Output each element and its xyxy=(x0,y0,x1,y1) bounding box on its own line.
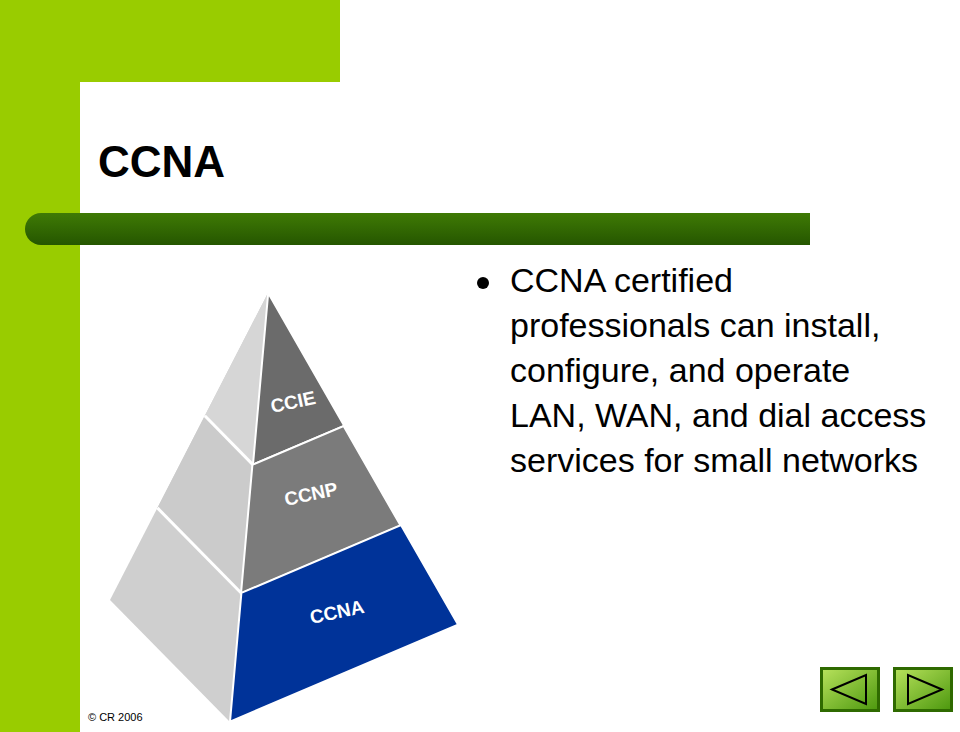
title-rule xyxy=(25,213,810,245)
nav-back-button xyxy=(820,667,880,712)
slide-title: CCNA xyxy=(98,138,225,186)
bullet-text: CCNA certified professionals can install… xyxy=(510,258,935,483)
copyright-note: © CR 2006 xyxy=(88,711,208,724)
pyramid-side-divider xyxy=(205,416,253,465)
pyramid-tier-base: CCNA xyxy=(230,525,458,722)
pyramid-side-middle xyxy=(157,416,252,594)
content-area xyxy=(80,82,960,732)
pyramid-side-divider xyxy=(157,508,241,593)
tier-outline xyxy=(230,525,458,722)
left-green-bar xyxy=(0,0,80,732)
title-rule-end xyxy=(790,213,810,245)
bullet-dot xyxy=(477,277,489,289)
nav-forward-button xyxy=(893,667,953,712)
tier-shape xyxy=(230,525,458,722)
